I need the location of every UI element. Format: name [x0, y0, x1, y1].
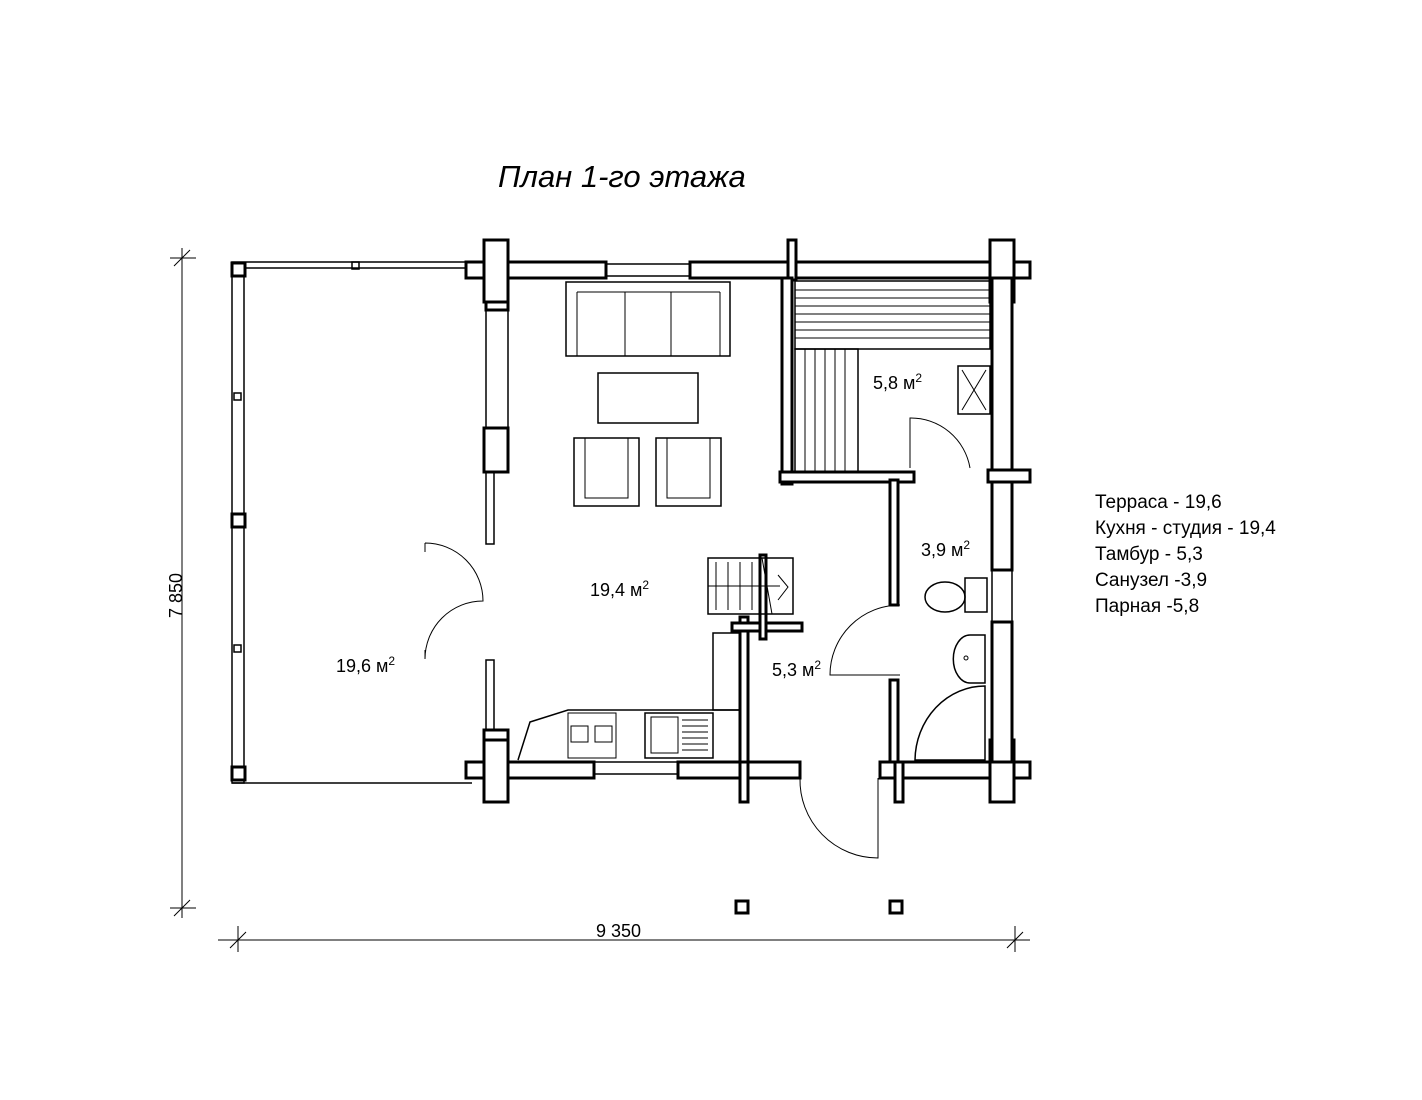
sofa — [565, 281, 731, 357]
terrace-post — [230, 512, 247, 529]
shower — [914, 685, 986, 761]
width-dimension: 9 350 — [218, 921, 1030, 952]
sink — [644, 712, 714, 759]
furniture — [517, 281, 794, 761]
room-area-kitchen-studio: 19,4 м2 — [590, 578, 649, 600]
walls — [464, 238, 1032, 804]
armchair — [655, 437, 722, 507]
terrace-double-door — [424, 542, 484, 660]
legend-item: Санузел -3,9 — [1095, 570, 1207, 591]
sauna-door — [909, 417, 971, 469]
plan-title: План 1-го этажа — [498, 159, 746, 194]
porch-post — [888, 899, 904, 915]
height-dimension: 7 850 — [166, 248, 196, 918]
stove — [567, 712, 617, 759]
legend-item: Парная -5,8 — [1095, 596, 1199, 617]
washbasin — [952, 634, 986, 684]
terrace-post — [230, 765, 247, 782]
coffee-table — [597, 372, 699, 424]
room-area-vestibule: 5,3 м2 — [772, 658, 821, 680]
window — [485, 309, 509, 431]
room-area-terrace: 19,6 м2 — [336, 654, 395, 676]
width-label: 9 350 — [596, 921, 641, 941]
terrace — [230, 261, 473, 784]
kitchen-counter — [517, 709, 741, 761]
doors — [424, 542, 901, 859]
bathroom-fixtures — [914, 577, 988, 761]
room-area-sauna: 5,8 м2 — [873, 371, 922, 393]
room-area-bathroom: 3,9 м2 — [921, 538, 970, 560]
area-legend: Терраса - 19,6 Кухня - студия - 19,4 Там… — [1095, 492, 1276, 617]
window — [991, 569, 1013, 623]
legend-item: Терраса - 19,6 — [1095, 492, 1222, 513]
bathroom-door — [829, 604, 901, 676]
sauna-stove — [957, 365, 991, 415]
entrance-door — [799, 777, 879, 859]
toilet — [924, 581, 966, 613]
height-label: 7 850 — [166, 573, 186, 618]
terrace-post — [230, 261, 247, 278]
legend-item: Кухня - студия - 19,4 — [1095, 518, 1276, 539]
sauna-bench — [794, 280, 991, 473]
armchair — [573, 437, 640, 507]
window — [605, 263, 691, 277]
legend-item: Тамбур - 5,3 — [1095, 544, 1203, 565]
porch-post — [734, 899, 750, 915]
window — [593, 761, 679, 775]
